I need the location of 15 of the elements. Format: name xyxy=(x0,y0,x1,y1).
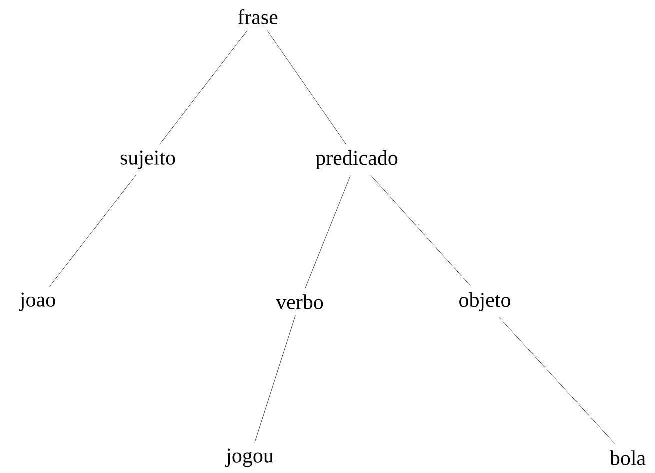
tree-label: bola xyxy=(610,450,646,466)
tree-line xyxy=(160,30,248,145)
tree-label: sujeito xyxy=(120,150,176,170)
tree-label: joao xyxy=(19,292,56,312)
tree-line xyxy=(254,315,296,443)
tree-label: frase xyxy=(238,10,278,24)
tree-label: objeto xyxy=(460,292,510,312)
tree-line xyxy=(370,176,472,286)
tree-label: jogou xyxy=(225,448,274,468)
tree-line xyxy=(267,30,346,144)
tree-line xyxy=(50,175,136,287)
tree-label: verbo xyxy=(276,294,324,310)
tree-label: predicado xyxy=(316,150,398,170)
tree-line xyxy=(499,318,616,445)
tree-line xyxy=(305,176,351,289)
